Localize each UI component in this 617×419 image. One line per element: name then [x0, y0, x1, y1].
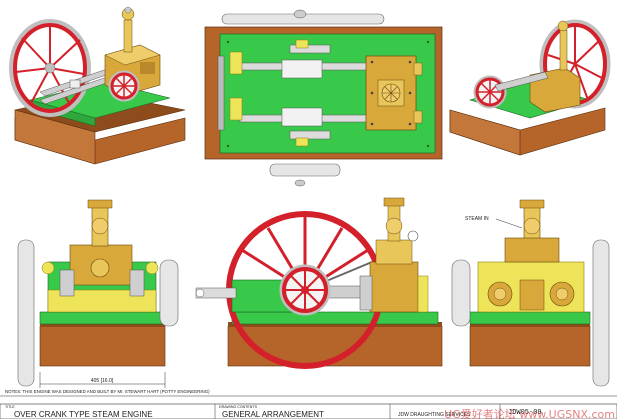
- end-view-right: STEAM IN: [451, 199, 610, 387]
- iso-view-rear-right: [449, 19, 611, 156]
- dimension-label: 405 [16.0]: [91, 378, 114, 384]
- drawing-title: OVER CRANK TYPE STEAM ENGINE: [14, 410, 153, 419]
- plan-view: [204, 9, 443, 187]
- side-elevation: [195, 197, 443, 369]
- title-block: TITLE OVER CRANK TYPE STEAM ENGINE DRAWI…: [0, 403, 617, 419]
- iso-view-front-left: [9, 6, 186, 165]
- steam-in-callout: STEAM IN: [465, 216, 489, 222]
- office-name: JDW DRAUGHTING SERVICES: [398, 412, 471, 418]
- contents-caption: DRAWING CONTENTS: [219, 405, 258, 409]
- drawing-number: JDW05-09: [508, 409, 542, 417]
- end-view-left: 405 [16.0]: [17, 199, 179, 388]
- flywheel: [9, 19, 91, 117]
- notes-text: NOTES: THIS ENGINE WAS DESIGNED AND BUIL…: [5, 389, 210, 394]
- cylinder-block: [365, 55, 423, 131]
- title-caption: TITLE: [5, 405, 15, 409]
- watermark: UG爱好者论坛 www.UGSNX.com: [444, 407, 615, 419]
- drawing-contents: GENERAL ARRANGEMENT: [222, 410, 324, 419]
